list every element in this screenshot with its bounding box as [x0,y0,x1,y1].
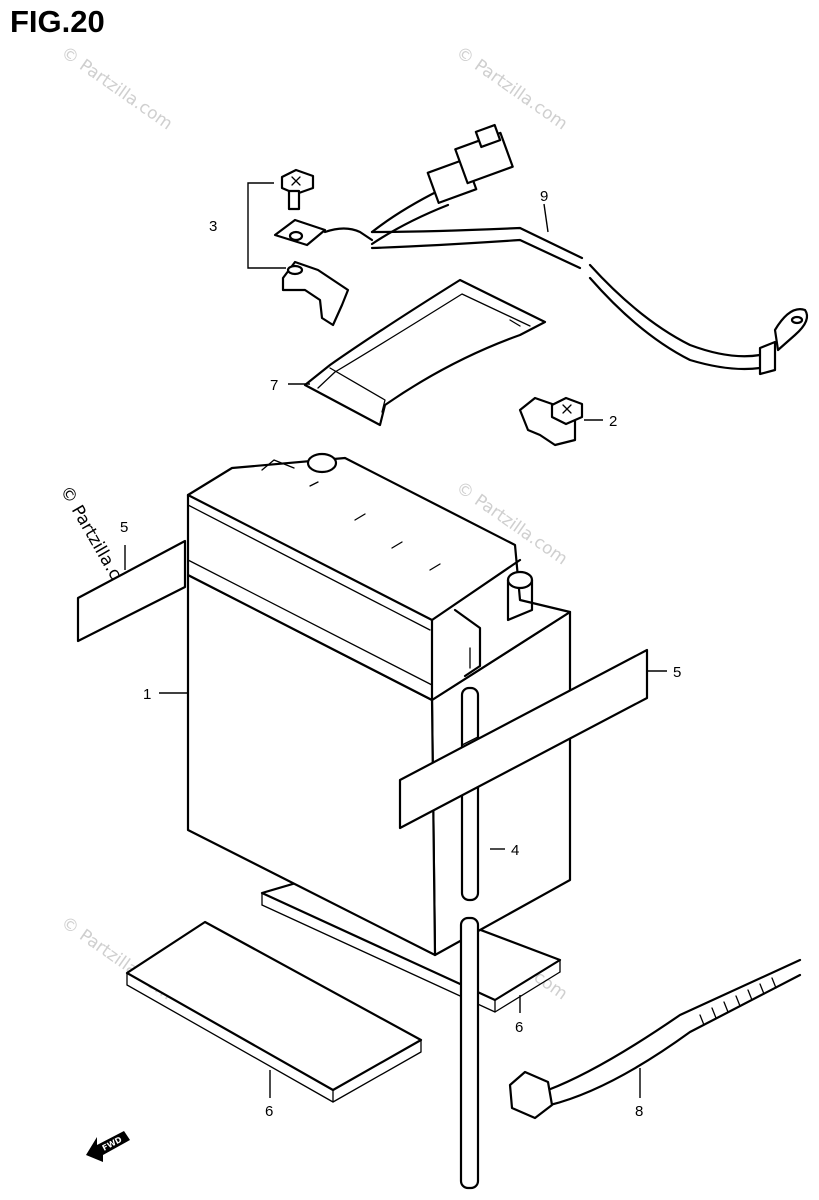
terminal-bolt-set-2 [518,396,584,447]
leader-lines [124,203,667,1098]
vent-tube [459,686,480,1190]
callouts: 1 2 3 4 5 5 6 6 7 8 9 [120,188,681,1120]
watermark-2: © Partzilla.com [57,43,176,135]
forward-arrow: FWD [86,1131,130,1162]
battery-pad-right [398,648,649,830]
wiring-harness [273,123,809,376]
terminal-bolt-set-3 [247,168,350,327]
callout-3: 3 [209,218,217,235]
callout-9: 9 [540,188,548,205]
callout-8: 8 [635,1103,643,1120]
callout-7: 7 [270,377,278,394]
clamp-strap [508,958,802,1120]
battery-band [303,278,547,427]
callout-1: 1 [143,686,151,703]
callout-4: 4 [511,842,519,859]
callout-6-rear: 6 [515,1019,523,1036]
callout-5-right: 5 [673,664,681,681]
battery-pad-left [76,539,187,643]
callout-2: 2 [609,413,617,430]
figure-title: FIG.20 [10,4,105,39]
tray-pad-front [125,920,423,1103]
watermark-1: © Partzilla.com [452,43,571,135]
callout-5-left: 5 [120,519,128,536]
callout-6-front: 6 [265,1103,273,1120]
battery [186,452,572,957]
